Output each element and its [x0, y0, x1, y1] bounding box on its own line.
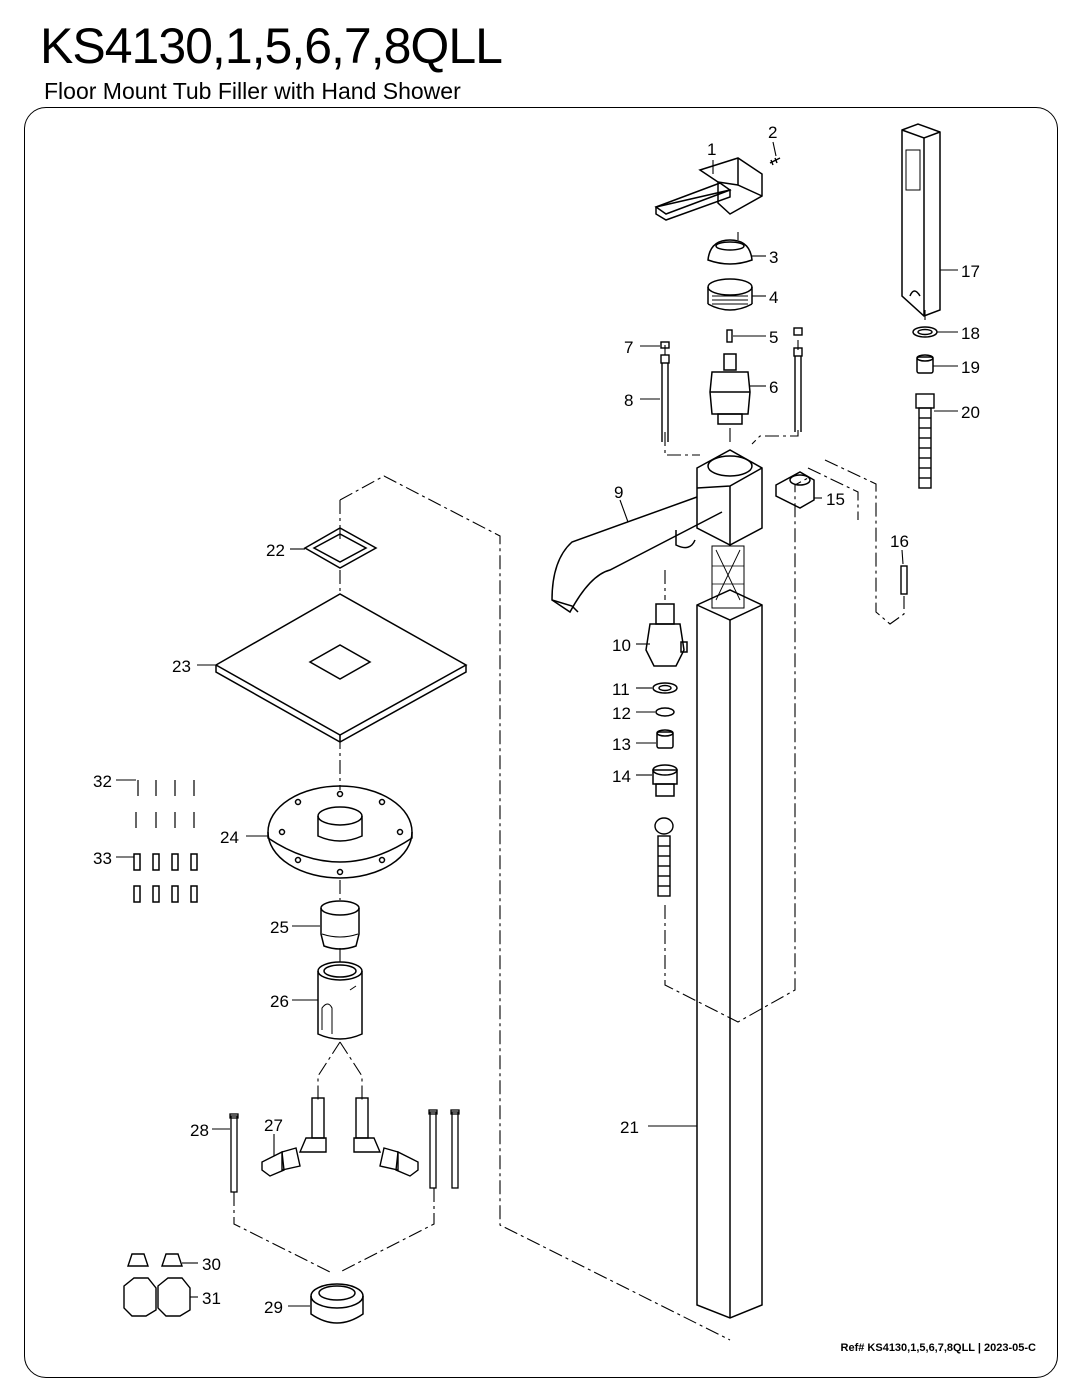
callout-12: 12 — [612, 704, 631, 723]
callout-7: 7 — [624, 338, 633, 357]
callout-27: 27 — [264, 1116, 283, 1135]
callout-17: 17 — [961, 262, 980, 281]
mounting-bolt-right-part-8 — [793, 327, 803, 432]
diagram-frame — [24, 107, 1058, 1378]
floor-plate-part-23 — [214, 593, 468, 743]
callout-4: 4 — [769, 288, 778, 307]
reference-code: Ref# KS4130,1,5,6,7,8QLL | 2023-05-C — [840, 1342, 1036, 1354]
callout-24: 24 — [220, 828, 239, 847]
callout-16: 16 — [890, 532, 909, 551]
callout-20: 20 — [961, 403, 980, 422]
hose-guide-part-15 — [775, 471, 815, 509]
washer-part-18 — [912, 326, 938, 338]
base-ring-part-29 — [310, 1283, 364, 1324]
cartridge-part-6 — [709, 353, 751, 425]
callout-3: 3 — [769, 248, 778, 267]
callout-8: 8 — [624, 391, 633, 410]
long-bolts-part-28 — [229, 1109, 460, 1193]
callout-1: 1 — [707, 140, 716, 159]
dome-cap-part-3 — [707, 239, 753, 265]
diverter-part-10 — [645, 603, 688, 667]
mounting-flange-part-24 — [267, 785, 413, 879]
callout-29: 29 — [264, 1298, 283, 1317]
connector-part-19 — [916, 354, 934, 374]
spout-body-part-9 — [551, 449, 763, 614]
bonnet-nut-part-4 — [707, 278, 753, 311]
callout-2: 2 — [768, 123, 777, 142]
callout-14: 14 — [612, 767, 631, 786]
sleeve-part-26 — [317, 961, 363, 1040]
spring-pin-part-5 — [726, 329, 733, 343]
hex-nuts-part-31 — [123, 1277, 191, 1317]
screws-part-32 — [135, 780, 195, 828]
column-part-21 — [696, 545, 763, 1319]
callout-numbers: 1 2 3 4 5 6 7 8 9 10 11 12 13 14 15 16 1… — [93, 123, 980, 1317]
callout-5: 5 — [769, 328, 778, 347]
washer-part-11 — [652, 682, 678, 694]
insert-part-13 — [656, 729, 674, 749]
callout-18: 18 — [961, 324, 980, 343]
callout-23: 23 — [172, 657, 191, 676]
callout-30: 30 — [202, 1255, 221, 1274]
set-screw-part-2 — [769, 157, 781, 166]
callout-21: 21 — [620, 1118, 639, 1137]
mounting-bolt-left-part-8 — [660, 341, 670, 442]
callout-9: 9 — [614, 483, 623, 502]
callout-31: 31 — [202, 1289, 221, 1308]
callout-leader-lines — [116, 141, 958, 1307]
shower-hose-part-20 — [915, 393, 935, 489]
coupling-part-14 — [652, 764, 678, 797]
callout-33: 33 — [93, 849, 112, 868]
o-ring-part-12 — [655, 707, 675, 717]
callout-19: 19 — [961, 358, 980, 377]
nipple-part-25 — [320, 900, 360, 950]
callout-11: 11 — [612, 680, 630, 699]
callout-10: 10 — [612, 636, 631, 655]
elbow-connector-right-part-27 — [353, 1097, 419, 1177]
callout-6: 6 — [769, 378, 778, 397]
callout-32: 32 — [93, 772, 112, 791]
callout-22: 22 — [266, 541, 285, 560]
screws-part-33 — [133, 853, 198, 903]
lever-handle-part-1 — [654, 157, 763, 221]
callout-15: 15 — [826, 490, 845, 509]
gasket-part-22 — [303, 527, 378, 569]
callout-25: 25 — [270, 918, 289, 937]
cap-nuts-part-30 — [127, 1253, 183, 1267]
model-number-title: KS4130,1,5,6,7,8QLL — [40, 18, 503, 74]
assembly-guide-lines — [233, 232, 926, 1341]
hand-shower-part-17 — [901, 123, 941, 317]
callout-26: 26 — [270, 992, 289, 1011]
callout-13: 13 — [612, 735, 631, 754]
product-description: Floor Mount Tub Filler with Hand Shower — [44, 78, 461, 104]
elbow-connector-left-part-27 — [261, 1097, 327, 1177]
supply-hose-part-14-hose — [654, 817, 674, 897]
screw-part-16 — [900, 565, 908, 595]
callout-28: 28 — [190, 1121, 209, 1140]
